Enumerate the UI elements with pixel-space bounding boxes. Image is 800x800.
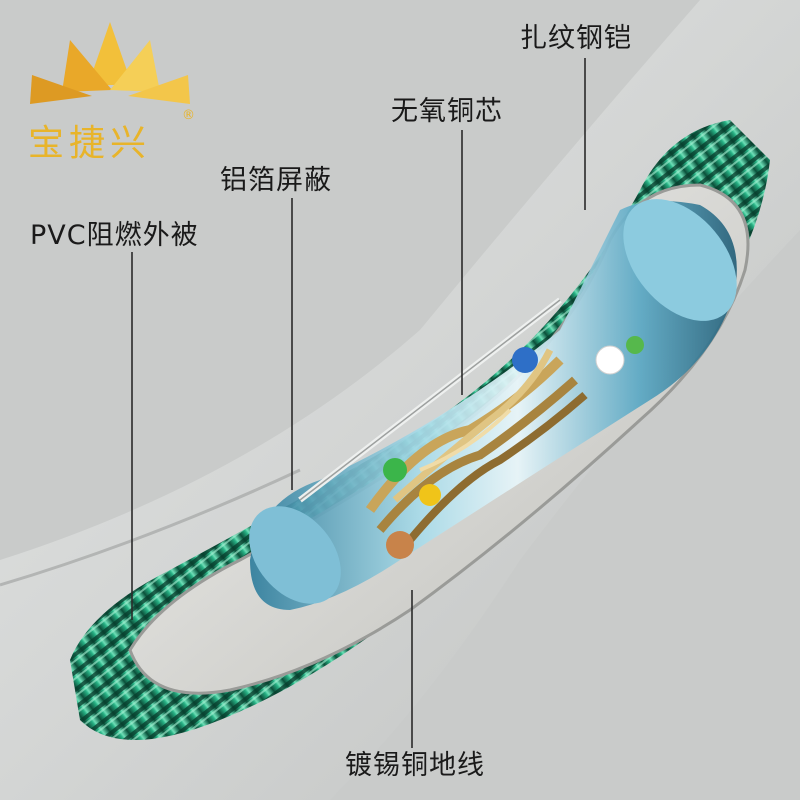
label-foil-shield: 铝箔屏蔽 — [220, 165, 332, 196]
oxygen-free-copper-core — [365, 336, 644, 559]
orange-pair-insulation — [386, 531, 414, 559]
label-armor: 扎纹钢铠 — [520, 23, 632, 54]
brand-name: 宝捷兴 — [28, 123, 152, 164]
leader-lines — [131, 58, 586, 748]
label-conductor: 无氧铜芯 — [391, 96, 503, 127]
brand-logo-icon — [30, 22, 190, 104]
label-drain-wire: 镀锡铜地线 — [345, 750, 485, 781]
registered-mark: ® — [182, 108, 195, 123]
blue-pair-insulation — [512, 347, 538, 373]
white-pair-insulation — [595, 345, 625, 375]
green-white-insulation — [626, 336, 644, 354]
yellow-pair-insulation — [419, 484, 441, 506]
green-pair-insulation — [383, 458, 407, 482]
label-jacket: PVC阻燃外被 — [30, 220, 199, 251]
